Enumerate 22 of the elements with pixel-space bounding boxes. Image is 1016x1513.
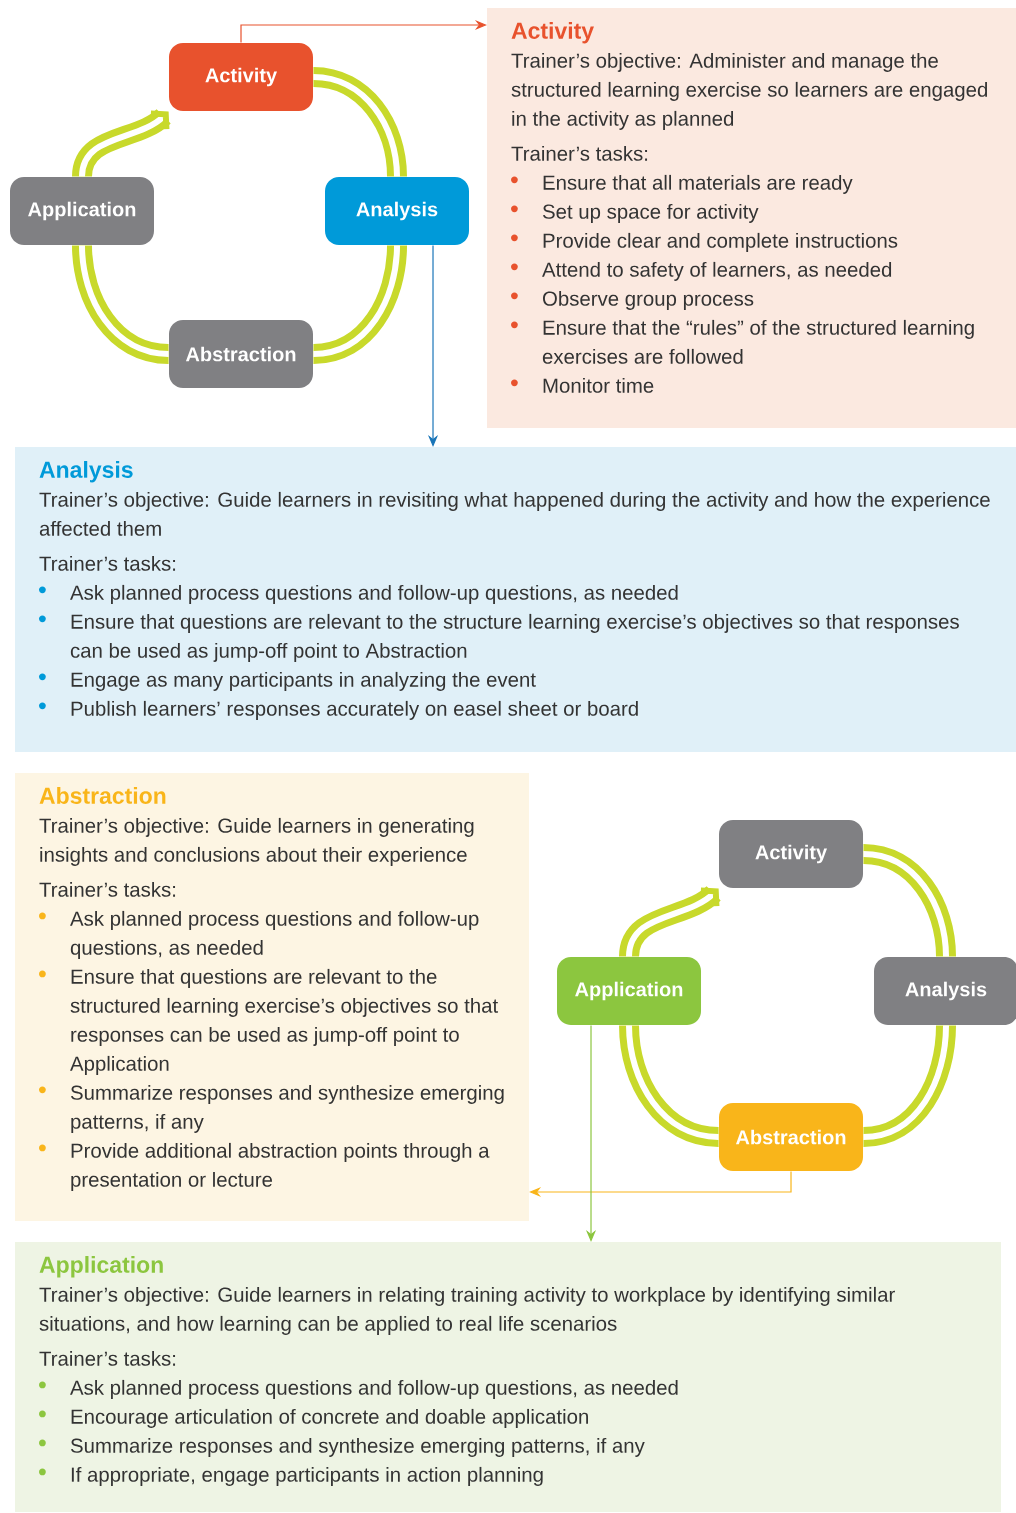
stage-box: Analysis bbox=[325, 177, 469, 245]
stage-box: Activity bbox=[719, 820, 863, 888]
cycle-arc bbox=[862, 844, 956, 958]
arrow bbox=[529, 1170, 792, 1198]
cycle-arc bbox=[312, 244, 407, 364]
stage-box: Abstraction bbox=[169, 320, 313, 388]
cycle-arrow bbox=[619, 885, 720, 958]
cycle-arrow bbox=[72, 108, 170, 178]
cycle-arc bbox=[619, 1024, 720, 1147]
cycle-arc bbox=[312, 67, 407, 178]
stage-box: Application bbox=[557, 957, 701, 1025]
info-panel: Activity Trainer’s objective: Administer and manage the structured learning exercise so learners are engaged in the activity as planned Trainer’s tasks: Ensure that all materials are ready Set up space for activity Provide clear and complete instructions Attend to safety of learners, as needed Observe group process Ensure that the “rules” of the structured learning exercises are followed Monitor time bbox=[487, 8, 1016, 428]
stage-box: Application bbox=[10, 177, 154, 245]
arrow bbox=[240, 19, 487, 44]
cycle-arc bbox=[862, 1025, 956, 1147]
stage-box: Abstraction bbox=[719, 1103, 863, 1171]
info-panel: Application Trainer’s objective: Guide learners in relating training activity to workplace by identifying similar situations, and how learning can be applied to real life scenarios Trainer’s tasks: Ask planned process questions and follow-up questions, as needed Encourage articulation of concrete and doable application Summarize responses and synthesize emerging patterns, if any If appropriate, engage participants in action planning bbox=[15, 1242, 1001, 1512]
cycle-arc bbox=[72, 244, 170, 364]
info-panel: Abstraction Trainer’s objective: Guide learners in generating insights and conclusions about their experience Trainer’s tasks: Ask planned process questions and follow-up questions, as needed Ensure that questions are relevant to the structured learning exercise’s objectives so that responses can be used as jump-off point to Application Summarize responses and synthesize emerging patterns, if any Provide additional abstraction points through a presentation or lecture bbox=[15, 773, 529, 1221]
stage-box: Analysis bbox=[874, 957, 1016, 1025]
info-panel: Analysis Trainer’s objective: Guide learners in revisiting what happened during the activity and how the experience affected them Trainer’s tasks: Ask planned process questions and follow-up questions, as needed Ensure that questions are relevant to the structure learning exercise’s objectives so that responses can be used as jump-off point to Abstraction Engage as many participants in analyzing the event Publish learners’ responses accurately on easel sheet or board bbox=[15, 447, 1016, 752]
stage-box: Activity bbox=[169, 43, 313, 111]
